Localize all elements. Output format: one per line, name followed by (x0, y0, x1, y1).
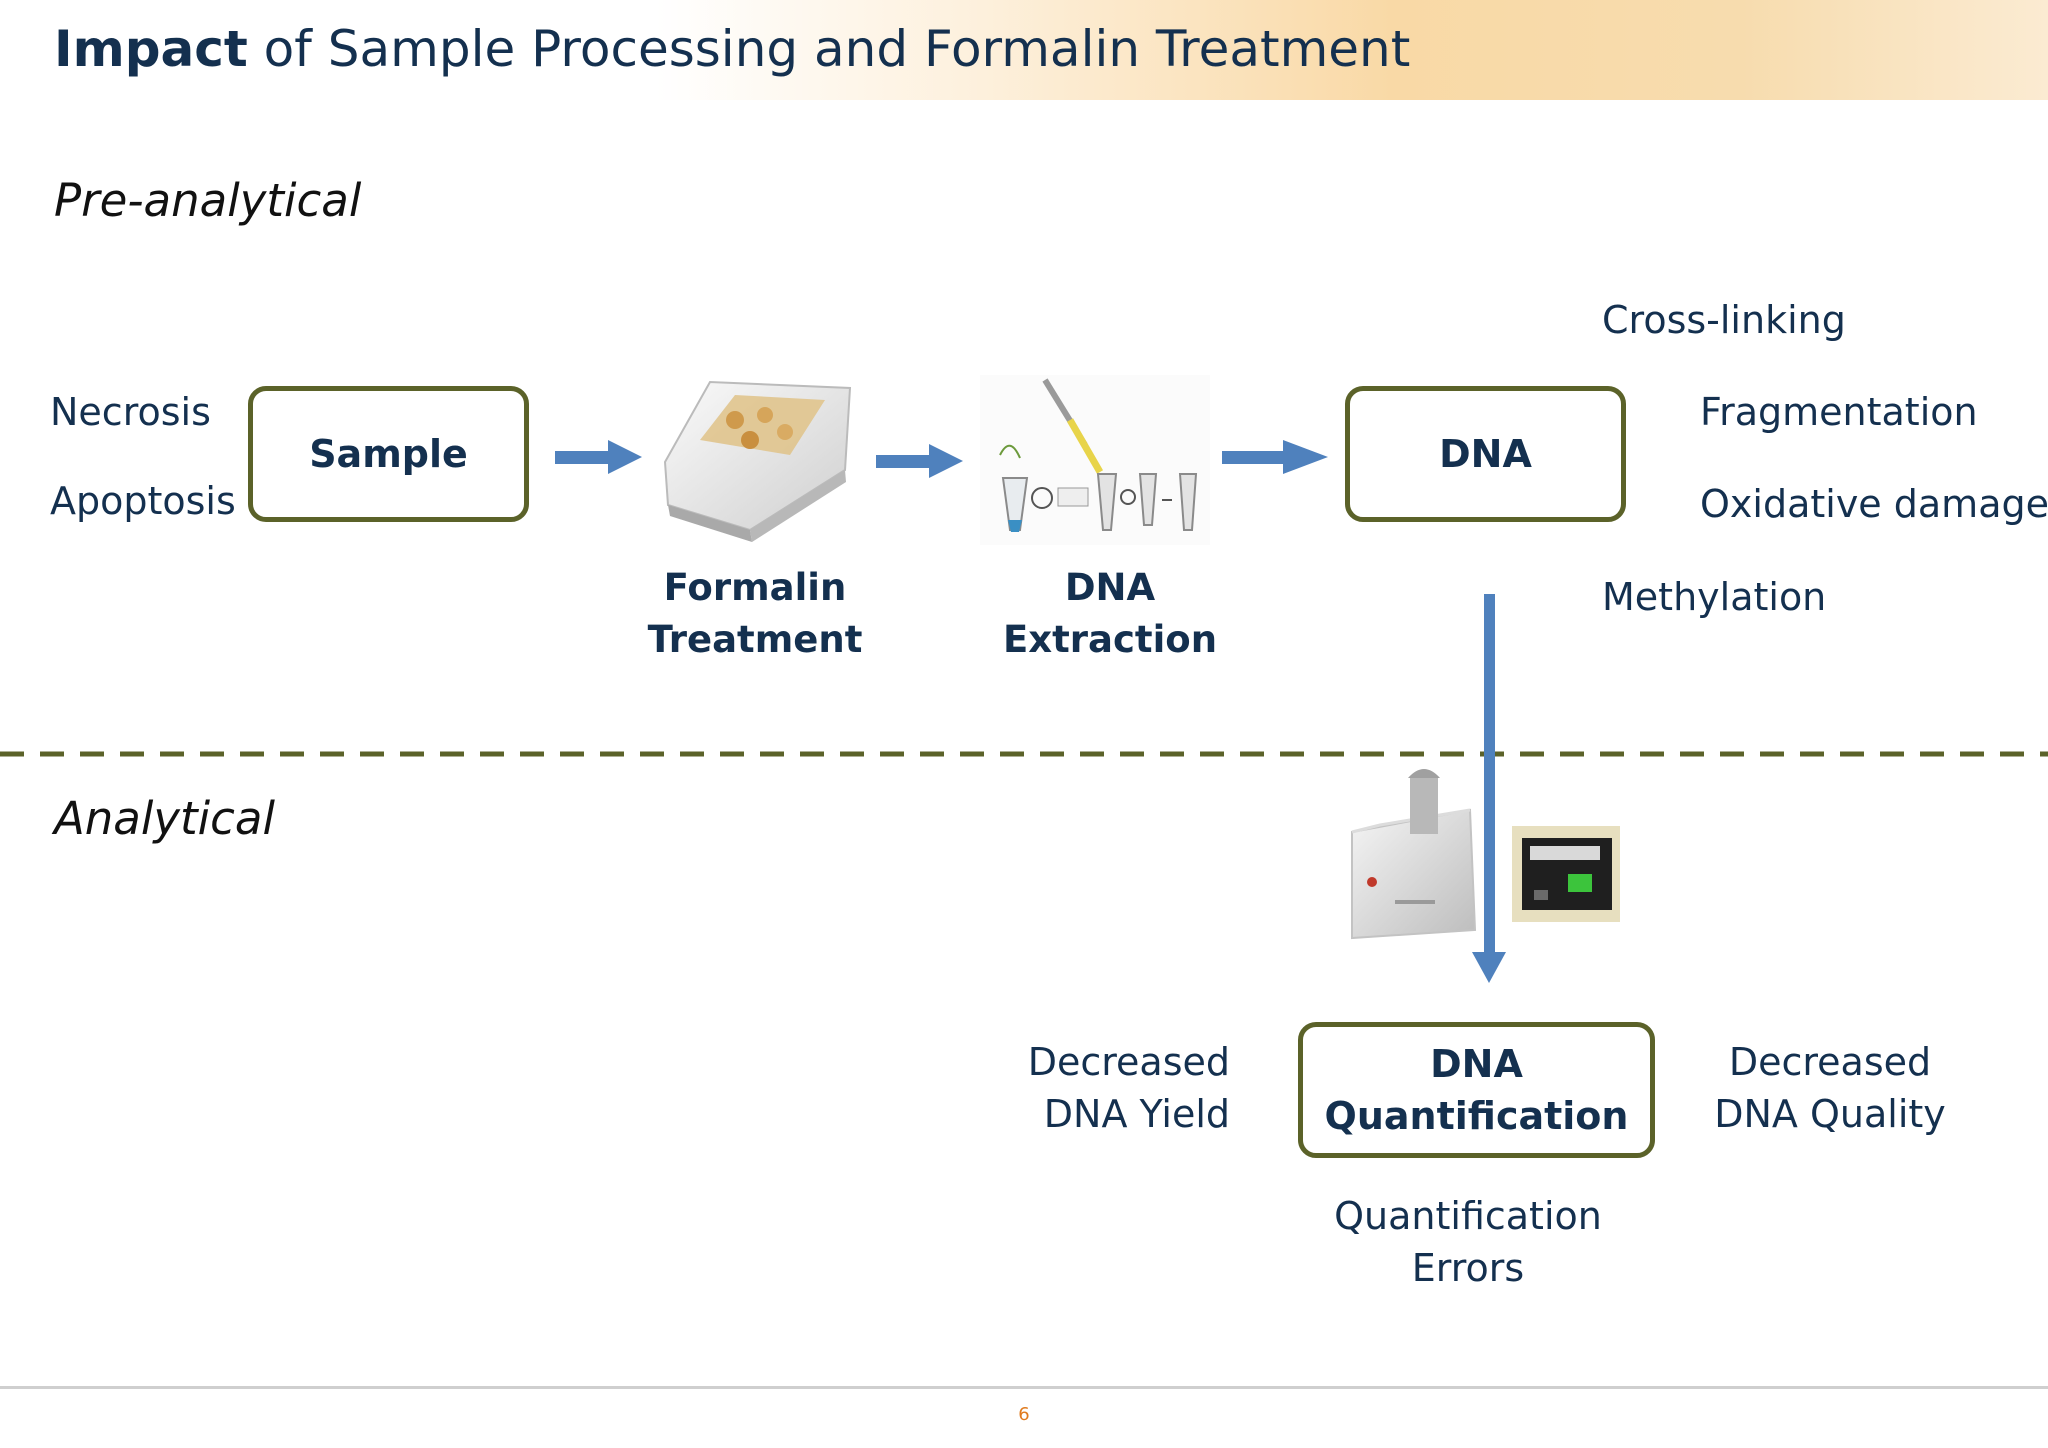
node-sample: Sample (248, 386, 529, 522)
outcome-quality-line1: Decreased (1728, 1040, 1932, 1084)
section-label-analytical: Analytical (54, 792, 275, 845)
effect-oxidative-damage: Oxidative damage (1700, 482, 2048, 526)
step-dna-extraction: DNA Extraction (1002, 566, 1218, 661)
arrow-sample-to-formalin (555, 440, 642, 474)
arrow-dna-to-quantification (1472, 594, 1506, 983)
footer-divider (0, 1386, 2048, 1389)
note-apoptosis: Apoptosis (50, 479, 236, 523)
outcome-yield-line2: DNA Yield (1043, 1092, 1230, 1136)
arrow-extraction-to-dna (1222, 440, 1328, 474)
outcome-yield-line1: Decreased (1027, 1040, 1230, 1084)
fluorometer-image (1512, 826, 1620, 922)
node-dna: DNA (1345, 386, 1626, 522)
outcome-decreased-dna-quality: Decreased DNA Quality (1700, 1036, 1960, 1140)
extraction-image (980, 375, 1210, 545)
outcome-quality-line2: DNA Quality (1714, 1092, 1946, 1136)
spectrophotometer-image (1351, 769, 1477, 940)
node-dna-label: DNA (1439, 432, 1532, 476)
node-quant-line2: Quantification (1324, 1094, 1629, 1138)
node-quant-line1: DNA (1430, 1042, 1523, 1086)
outcome-decreased-dna-yield: Decreased DNA Yield (1020, 1036, 1230, 1140)
effect-methylation: Methylation (1602, 575, 1827, 619)
outcome-quantification-errors: Quantification Errors (1318, 1190, 1618, 1294)
step-formalin-line1: Formalin (663, 566, 847, 609)
effect-crosslinking: Cross-linking (1602, 298, 1846, 342)
effect-fragmentation: Fragmentation (1700, 390, 1978, 434)
page-number: 6 (1018, 1404, 1030, 1425)
node-sample-label: Sample (309, 432, 468, 476)
arrow-formalin-to-extraction (876, 444, 963, 478)
cassette-image (663, 380, 852, 542)
node-dna-quantification: DNA Quantification (1298, 1022, 1655, 1158)
header-band (0, 0, 2048, 100)
note-necrosis: Necrosis (50, 390, 211, 434)
outcome-errors-line1: Quantification (1334, 1194, 1602, 1238)
title-bold: Impact (54, 20, 248, 78)
title-rest: of Sample Processing and Formalin Treatm… (247, 20, 1411, 78)
section-label-pre-analytical: Pre-analytical (54, 174, 362, 227)
outcome-errors-line2: Errors (1411, 1246, 1525, 1290)
step-formalin-treatment: Formalin Treatment (640, 562, 870, 666)
page-title: Impact of Sample Processing and Formalin… (54, 20, 1410, 78)
step-formalin-line2: Treatment (647, 618, 863, 661)
